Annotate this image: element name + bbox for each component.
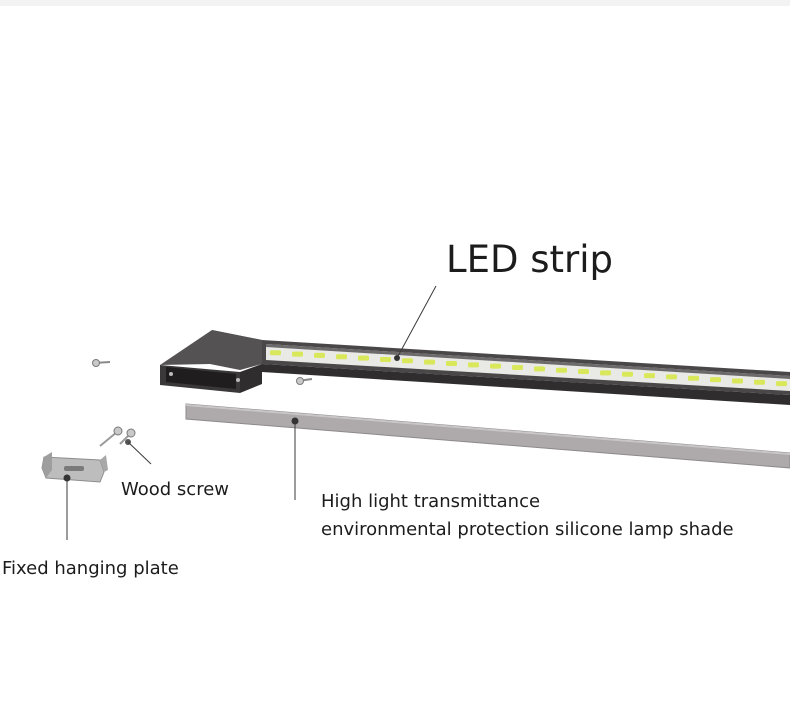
led-chip (380, 356, 391, 362)
housing-channel-shadow (266, 344, 790, 379)
led-chip (688, 375, 699, 381)
led-chip (578, 369, 589, 375)
led-chip (600, 370, 611, 376)
led-chip (446, 360, 457, 366)
led-strip-chips (270, 350, 787, 387)
housing-hole (236, 378, 240, 382)
led-chip (754, 379, 765, 385)
housing-end-top (160, 330, 262, 370)
led-chip (358, 355, 369, 361)
led-chip (534, 366, 545, 372)
small-screw-middle (296, 377, 313, 385)
led-chip (468, 362, 479, 368)
label-wood-screw: Wood screw (121, 479, 229, 500)
marker-led-strip (394, 355, 400, 361)
led-chip (490, 363, 501, 369)
led-chip (314, 352, 325, 358)
label-lamp-shade-line1: High light transmittance (321, 491, 541, 512)
housing-front-edge (262, 364, 790, 405)
led-chip (270, 350, 281, 356)
led-chip (666, 374, 677, 380)
leader-wood-screw (127, 441, 152, 465)
top-divider (0, 0, 790, 6)
led-chip (512, 365, 523, 371)
housing-hole (169, 372, 173, 376)
small-screw-left (92, 359, 111, 367)
label-lamp-shade-line2: environmental protection silicone lamp s… (321, 519, 734, 540)
lamp-shade-top-edge (186, 404, 790, 455)
wood-screw-pair (99, 426, 136, 447)
led-chip (732, 378, 743, 384)
fixed-hanging-plate (41, 452, 108, 483)
led-chip (336, 354, 347, 360)
label-hanging-plate: Fixed hanging plate (2, 558, 179, 579)
marker-hanging-plate (63, 474, 71, 482)
leader-led-strip (396, 285, 437, 359)
led-chip (292, 351, 303, 357)
aluminium-housing (160, 330, 790, 405)
leader-lines (66, 285, 437, 540)
marker-lamp-shade (291, 417, 299, 425)
led-chip (776, 381, 787, 387)
housing-end-side (240, 364, 262, 393)
silicone-lamp-shade (185, 403, 790, 469)
led-chip (644, 373, 655, 379)
led-chip (710, 377, 721, 383)
housing-end-opening (166, 367, 236, 389)
led-chip (424, 359, 435, 365)
led-chip (556, 367, 567, 373)
led-chip (622, 371, 633, 377)
led-chip (402, 358, 413, 364)
label-led-strip: LED strip (446, 238, 614, 281)
